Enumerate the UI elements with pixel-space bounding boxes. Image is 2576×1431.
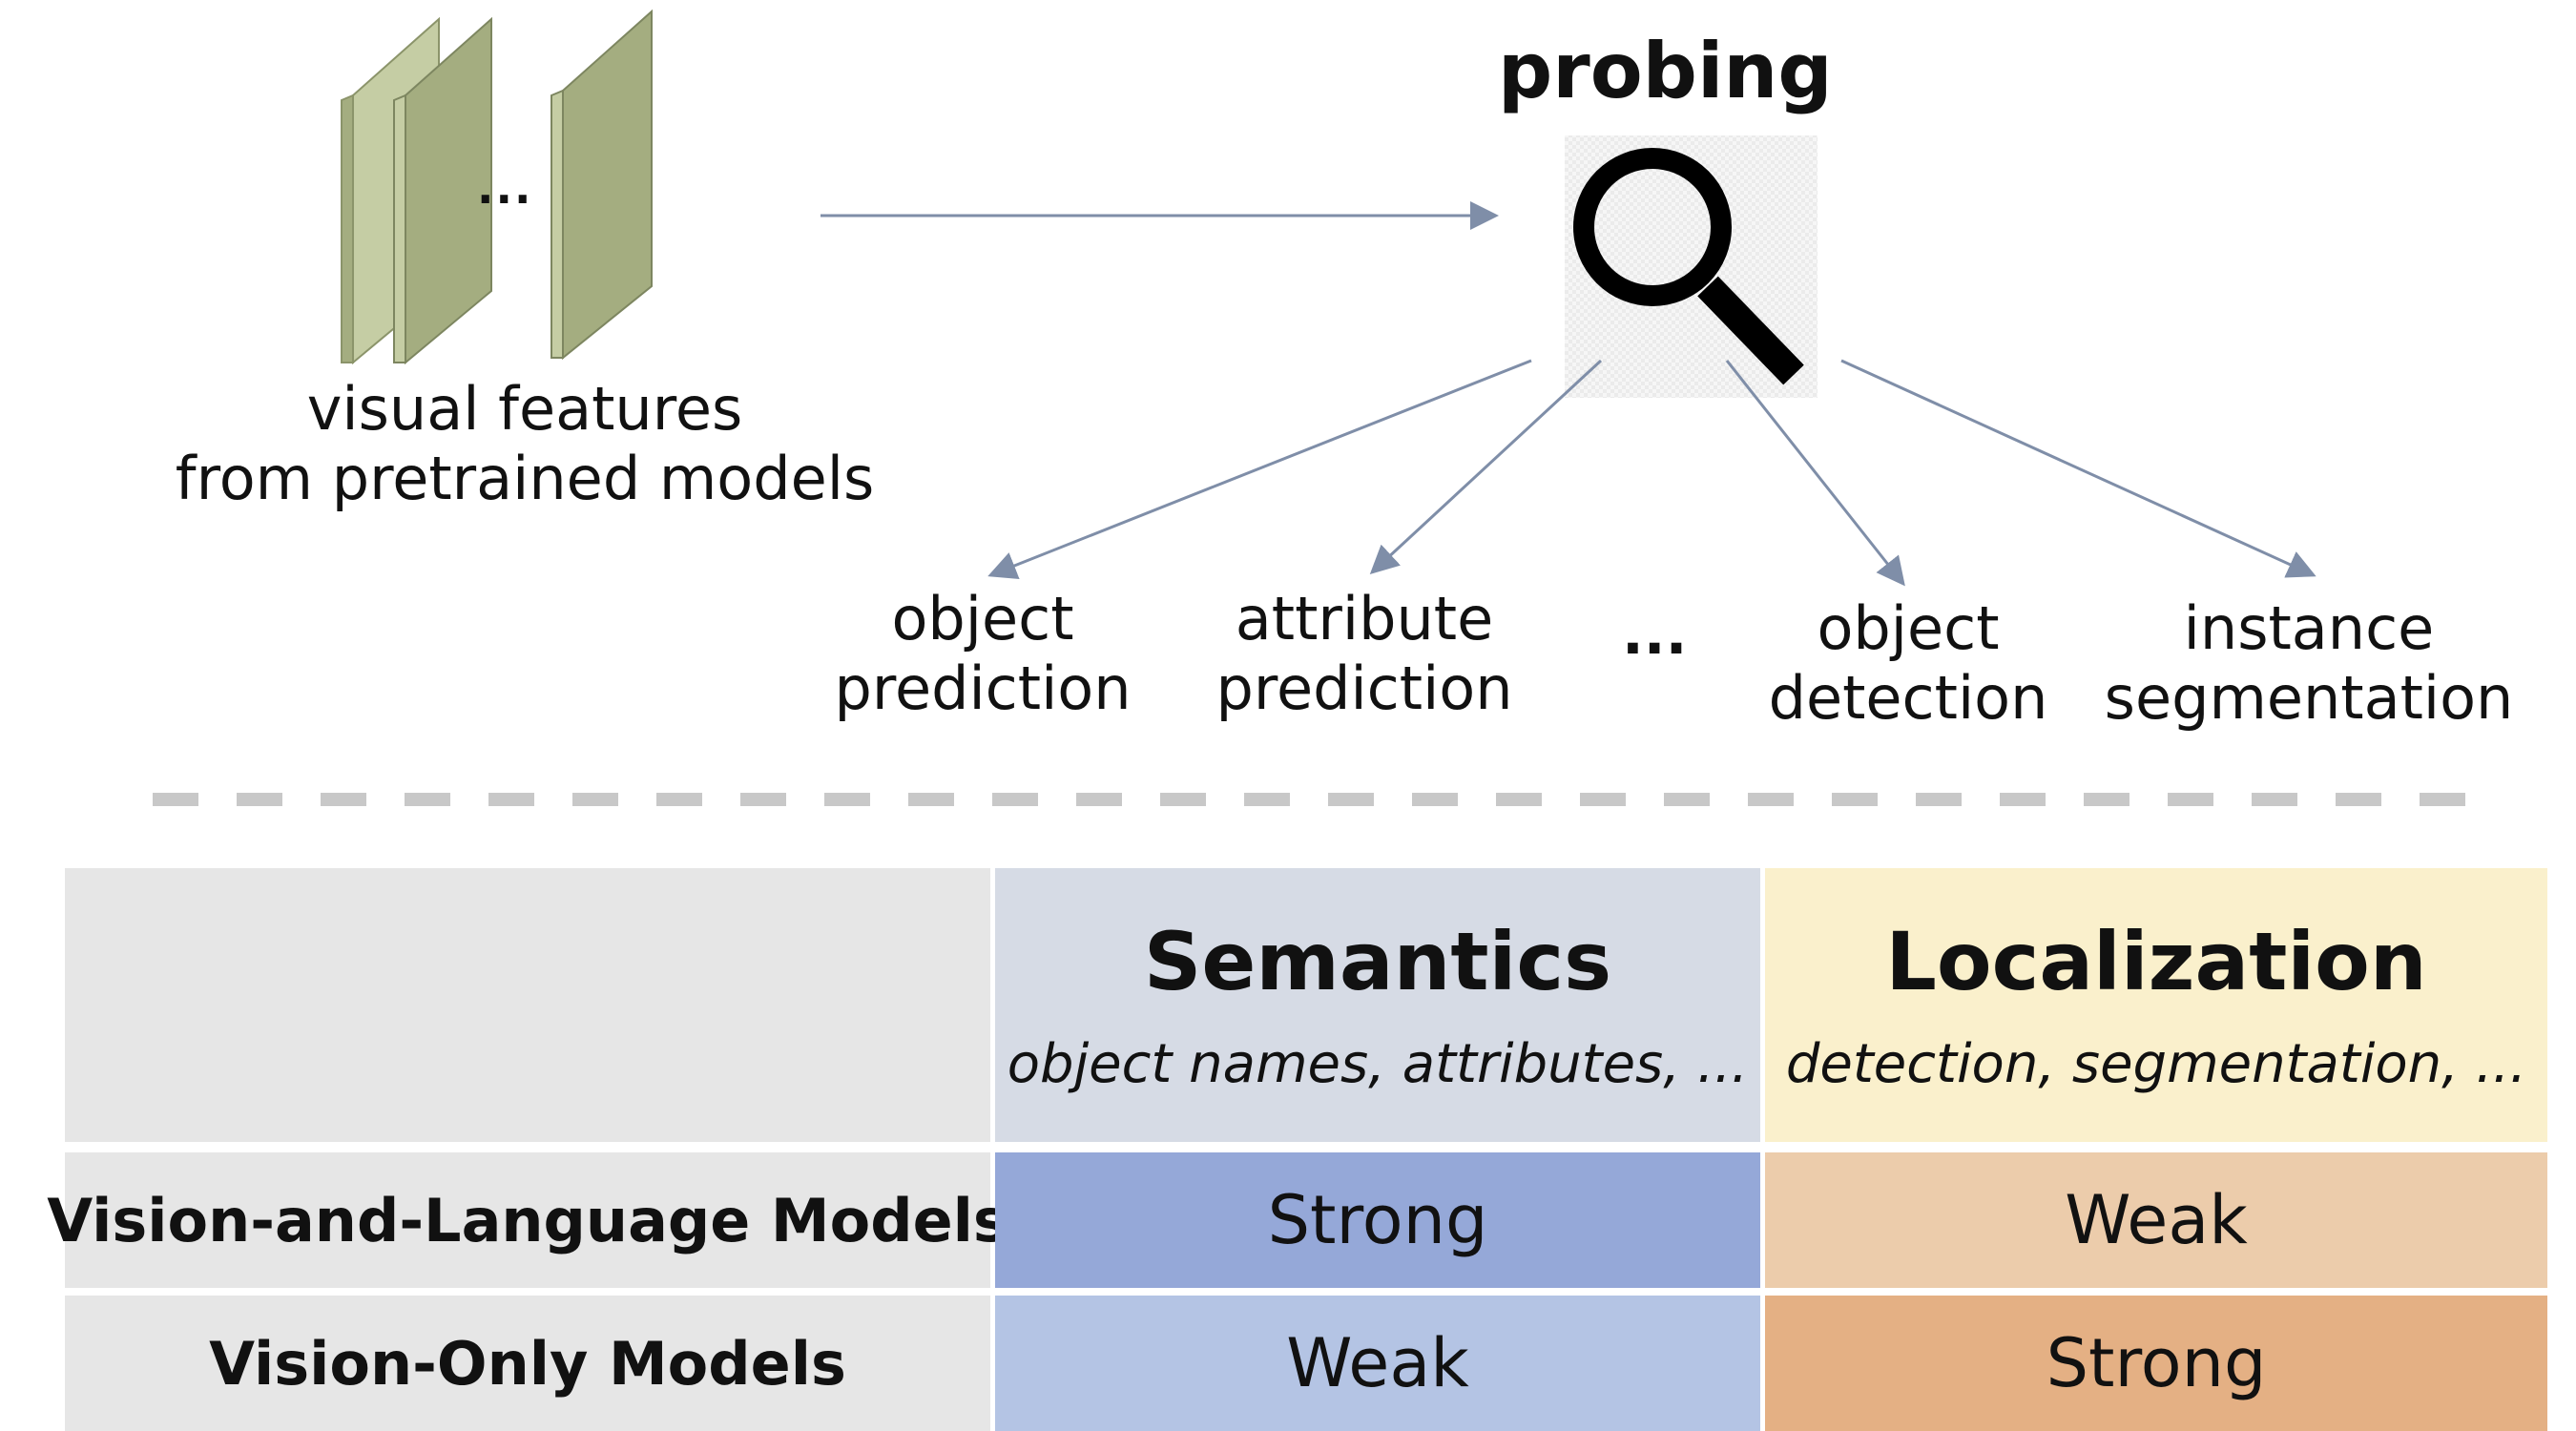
cell-value: Strong — [1267, 1181, 1488, 1259]
cell-vo-localization: Strong — [1765, 1296, 2547, 1431]
arrow-to-instance-segmentation — [1840, 359, 2316, 578]
task-line2: detection — [1768, 663, 2048, 734]
semantics-header-subtitle: object names, attributes, ... — [1007, 1033, 1749, 1095]
arrow-to-attribute-prediction — [1369, 359, 1603, 575]
row-label-vision-and-language: Vision-and-Language Models — [47, 1152, 1008, 1288]
feature-layer-2 — [393, 16, 492, 365]
semantics-header: Semantics object names, attributes, ... — [995, 868, 1760, 1142]
task-line1: instance — [2183, 593, 2435, 663]
semantics-header-title: Semantics — [1143, 915, 1612, 1008]
task-object-prediction: object prediction — [821, 584, 1145, 723]
probing-title: probing — [1498, 27, 1833, 115]
cell-value: Strong — [2046, 1324, 2267, 1402]
cell-value: Weak — [1286, 1324, 1469, 1402]
localization-header-title: Localization — [1885, 915, 2427, 1008]
task-instance-segmentation: instance segmentation — [2099, 593, 2519, 733]
task-line1: attribute — [1235, 584, 1494, 653]
arrow-to-object-detection — [1725, 360, 1905, 587]
task-object-detection: object detection — [1755, 593, 2061, 733]
cell-vl-semantics: Strong — [995, 1152, 1760, 1288]
task-line2: prediction — [1215, 653, 1513, 724]
feature-layer-3 — [551, 9, 653, 361]
magnifier-icon — [1565, 135, 1818, 398]
feature-layers-ellipsis: ... — [477, 162, 533, 214]
task-line2: segmentation — [2104, 663, 2514, 734]
arrow-to-object-prediction — [987, 359, 1532, 579]
row-label-text: Vision-and-Language Models — [47, 1185, 1008, 1255]
row-label-vision-only: Vision-Only Models — [65, 1296, 990, 1431]
feature-layers-icon — [341, 9, 653, 365]
features-label: visual features from pretrained models — [143, 374, 906, 513]
features-label-line2: from pretrained models — [175, 444, 875, 514]
cell-vl-localization: Weak — [1765, 1152, 2547, 1288]
task-line1: object — [891, 584, 1074, 653]
features-label-line1: visual features — [306, 374, 743, 444]
localization-header-subtitle: detection, segmentation, ... — [1785, 1033, 2527, 1095]
cell-vo-semantics: Weak — [995, 1296, 1760, 1431]
task-line1: object — [1817, 593, 2000, 663]
row-label-text: Vision-Only Models — [209, 1328, 846, 1399]
task-line2: prediction — [834, 653, 1132, 724]
task-attribute-prediction: attribute prediction — [1202, 584, 1527, 723]
localization-header: Localization detection, segmentation, ..… — [1765, 868, 2547, 1142]
task-ellipsis: ... — [1622, 601, 1688, 668]
table-corner-cell — [65, 868, 990, 1142]
cell-value: Weak — [2065, 1181, 2248, 1259]
